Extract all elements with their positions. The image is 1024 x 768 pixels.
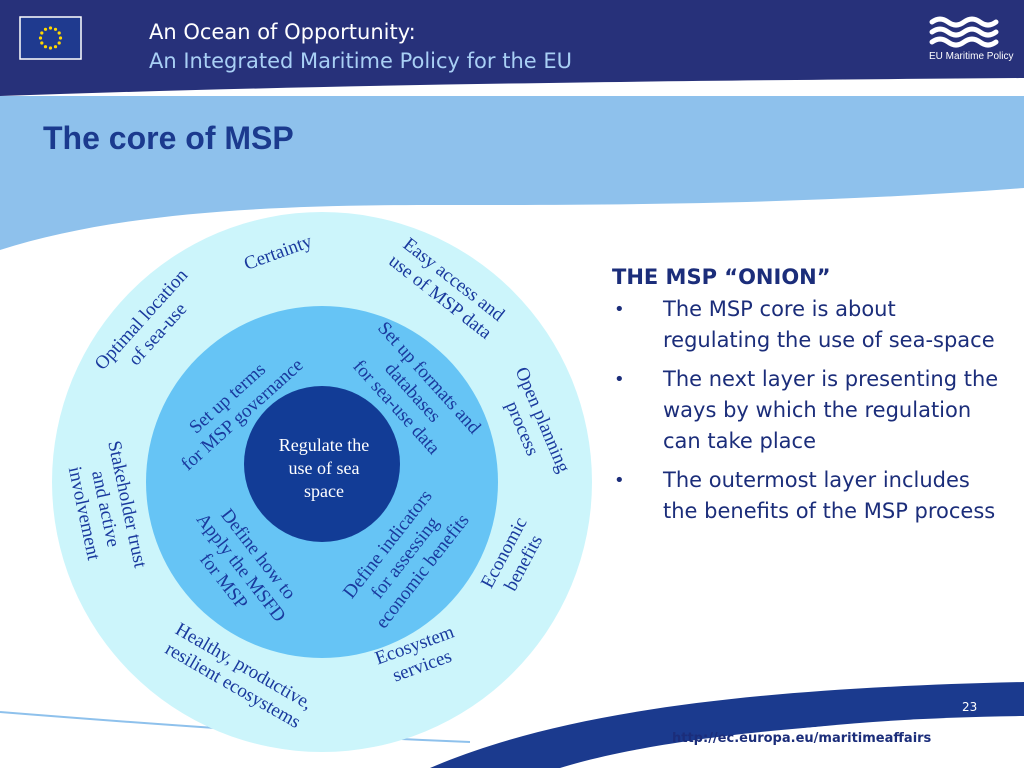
core-label: Regulate the use of sea space [279, 435, 369, 501]
bullet-icon: • [614, 299, 625, 320]
bullet-text: The next layer is presenting the ways by… [663, 367, 999, 453]
list-item: • The MSP core is about regulating the us… [612, 294, 1002, 356]
msp-onion-explanation: THE MSP “ONION” • The MSP core is about r… [612, 262, 1002, 535]
core-line-2: use of sea [289, 458, 360, 478]
list-item: • The outermost layer includes the benefi… [612, 465, 1002, 527]
header-title: An Ocean of Opportunity: [149, 20, 416, 44]
logo-label: EU Maritime Policy [929, 51, 1014, 62]
core-line-3: space [304, 481, 344, 501]
bullet-text: The MSP core is about regulating the use… [663, 297, 995, 352]
footer-swoosh-light [600, 716, 1024, 768]
core-line-1: Regulate the [279, 435, 369, 455]
light-blue-band [0, 96, 1024, 250]
explanation-list: • The MSP core is about regulating the us… [612, 294, 1002, 527]
footer-swoosh-dark [430, 682, 1024, 768]
page-number: 23 [962, 700, 978, 714]
slide-title: The core of MSP [43, 120, 294, 156]
bullet-icon: • [614, 470, 625, 491]
header-bar [0, 0, 1024, 96]
bullet-icon: • [614, 369, 625, 390]
core-circle [244, 386, 400, 542]
footer-url[interactable]: http://ec.europa.eu/maritimeaffairs [672, 731, 932, 746]
list-item: • The next layer is presenting the ways b… [612, 364, 1002, 457]
explanation-heading: THE MSP “ONION” [612, 265, 831, 289]
eu-maritime-policy-waves-icon [929, 16, 999, 48]
header-subtitle: An Integrated Maritime Policy for the EU [149, 49, 572, 73]
eu-flag-icon [19, 16, 82, 60]
bullet-text: The outermost layer includes the benefit… [663, 468, 996, 523]
